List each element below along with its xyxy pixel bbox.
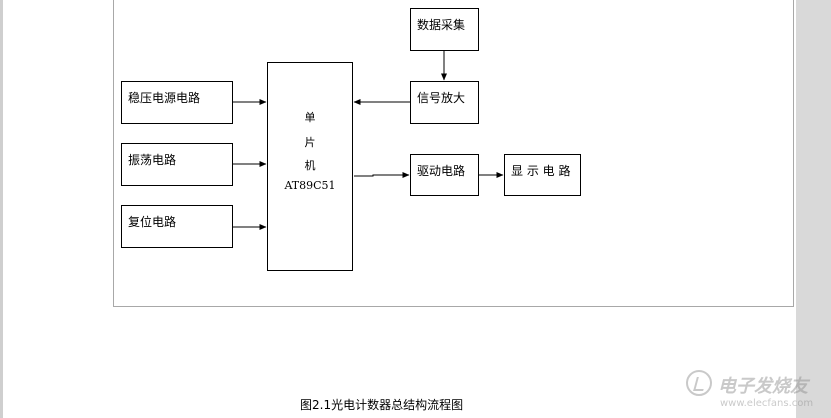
driver-label: 驱动电路 bbox=[417, 164, 466, 178]
data-acquisition-block: 数据采集 bbox=[410, 8, 479, 51]
oscillator-label: 振荡电路 bbox=[128, 153, 177, 167]
oscillator-block: 振荡电路 bbox=[121, 143, 233, 186]
power-regulator-label: 稳压电源电路 bbox=[128, 91, 201, 105]
power-regulator-block: 稳压电源电路 bbox=[121, 81, 233, 124]
display-block: 显 示 电 路 bbox=[504, 154, 581, 196]
figure-caption: 图2.1光电计数器总结构流程图 bbox=[300, 398, 464, 412]
mcu-char-2: 片 bbox=[304, 136, 316, 149]
elecfans-logo-icon bbox=[686, 370, 712, 396]
watermark-url: www.elecfans.com bbox=[720, 398, 814, 409]
left-page-edge bbox=[0, 0, 3, 418]
watermark-name: 电子发烧友 bbox=[718, 376, 808, 397]
data-acquisition-label: 数据采集 bbox=[417, 18, 466, 32]
mcu-char-1: 单 bbox=[304, 111, 316, 124]
reset-label: 复位电路 bbox=[128, 215, 177, 229]
watermark: 电子发烧友 www.elecfans.com bbox=[686, 368, 826, 414]
mcu-char-3: 机 bbox=[304, 159, 316, 172]
arrow-mcu-to-driver bbox=[354, 172, 410, 178]
display-label: 显 示 电 路 bbox=[511, 164, 571, 178]
signal-amplifier-label: 信号放大 bbox=[417, 91, 466, 105]
mcu-block: 单 片 机 AT89C51 bbox=[267, 62, 353, 271]
mcu-model: AT89C51 bbox=[284, 179, 336, 192]
driver-block: 驱动电路 bbox=[410, 154, 479, 196]
signal-amplifier-block: 信号放大 bbox=[410, 81, 479, 124]
reset-block: 复位电路 bbox=[121, 205, 233, 248]
right-page-margin bbox=[796, 0, 831, 418]
